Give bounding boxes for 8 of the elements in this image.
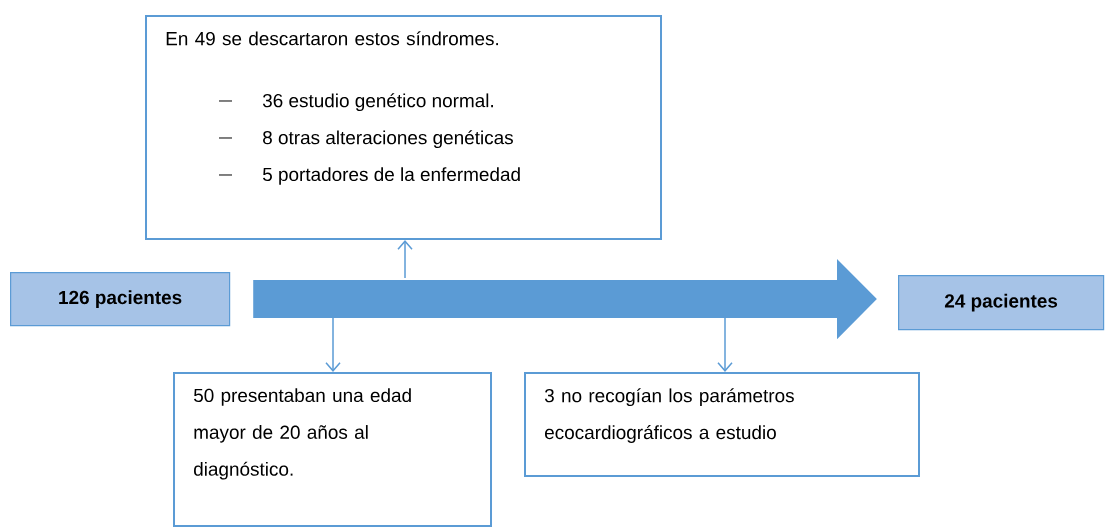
text-box: En 49 se descartaron estos síndromes. 36 estudio genético normal. 8 otras alteraciones genéticas 5 portadores de la enfermedad xyxy=(145,15,662,240)
arrow xyxy=(397,240,413,279)
arrow xyxy=(325,317,341,372)
count-box: 24 pacientes xyxy=(898,275,1105,331)
arrow xyxy=(717,317,733,372)
count-box: 126 pacientes xyxy=(10,272,231,327)
text-box: 3 no recogían los parámetros ecocardiográficos a estudio xyxy=(524,372,920,477)
text-box: 50 presentaban una edad mayor de 20 años al diagnóstico. xyxy=(173,372,492,527)
